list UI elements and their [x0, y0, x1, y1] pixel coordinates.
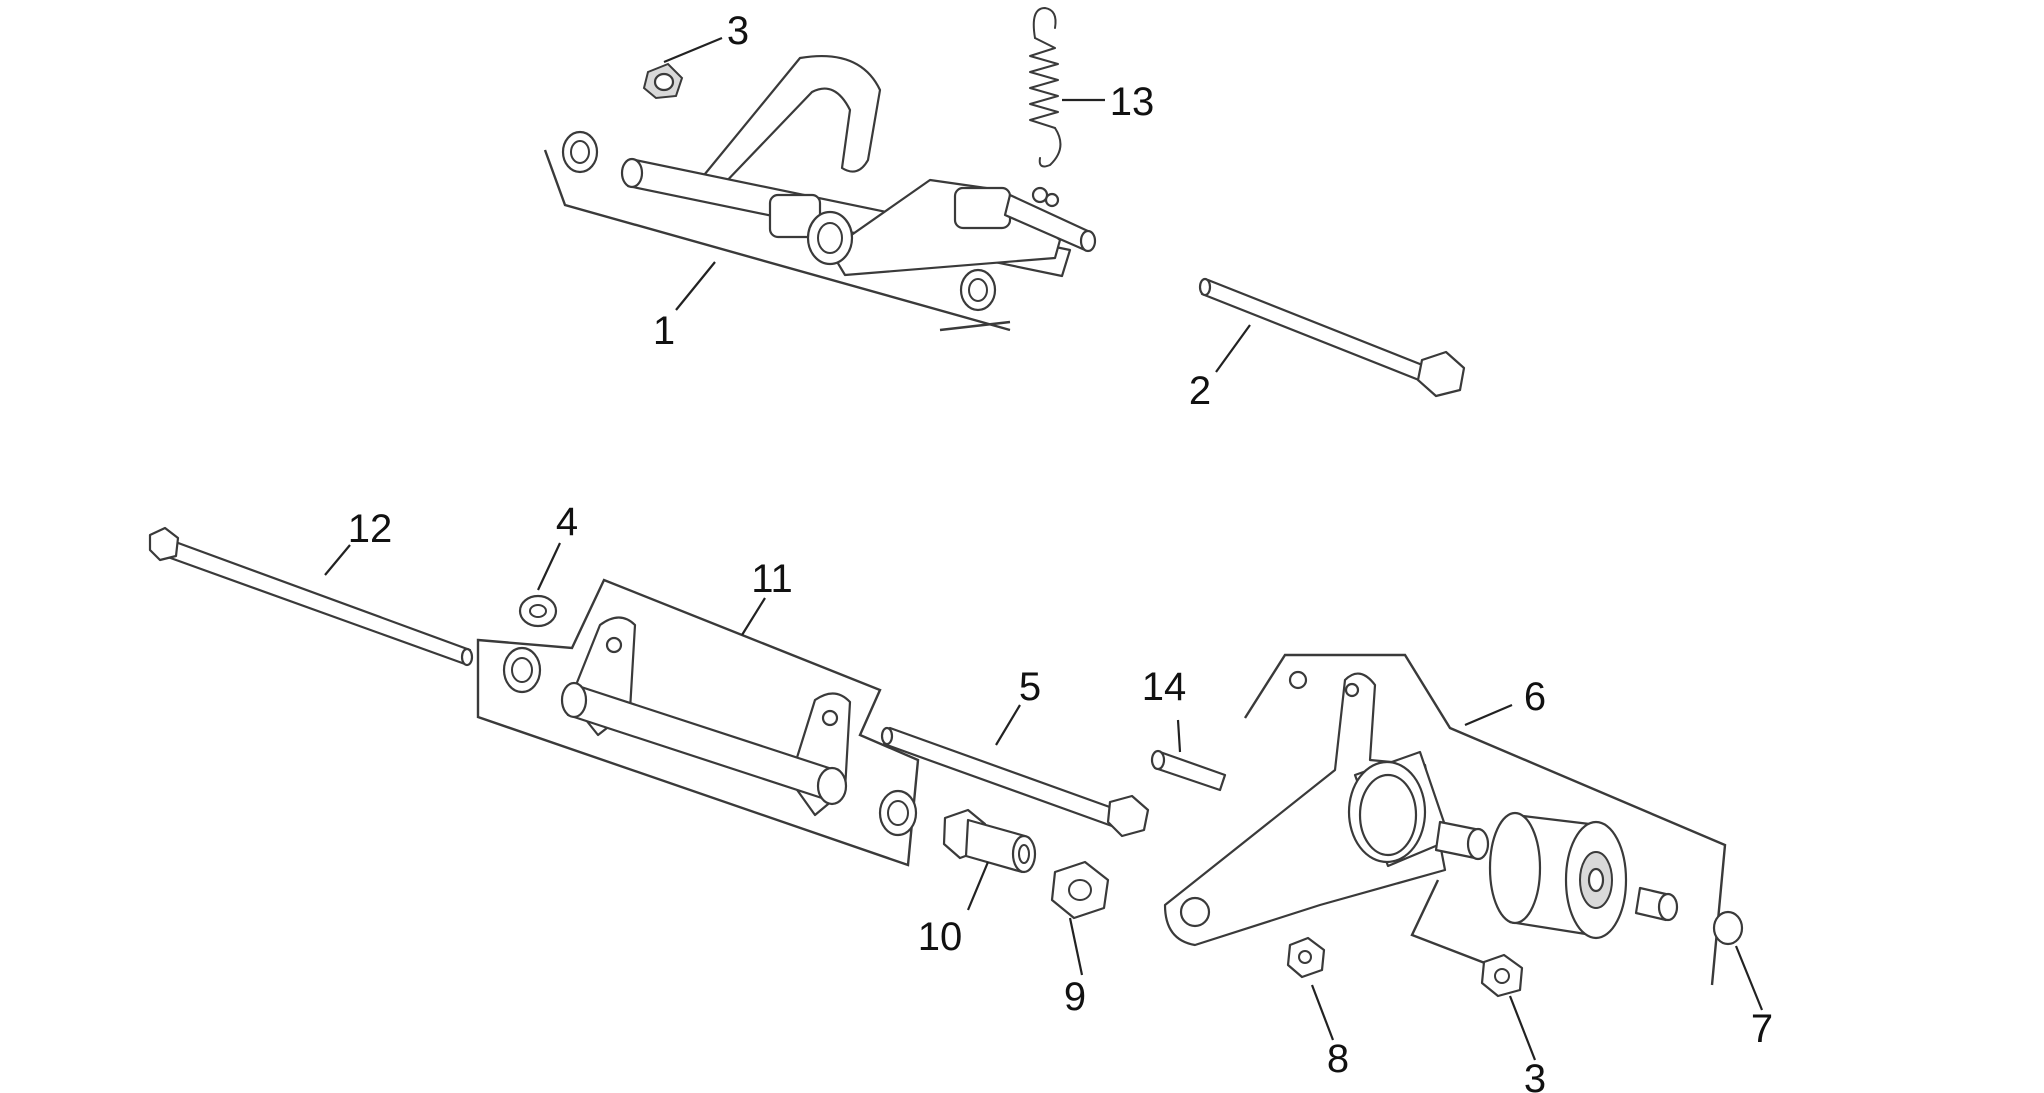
part-14-pin [1150, 749, 1227, 792]
swing-arm-plate [828, 178, 1062, 277]
callout-2: 2 [1189, 369, 1211, 413]
callout-4: 4 [556, 500, 578, 544]
leader-1 [675, 261, 716, 311]
callout-3-bottom: 3 [1524, 1057, 1546, 1093]
part-5-bolt [880, 726, 1150, 838]
callout-8: 8 [1327, 1037, 1349, 1081]
swing-arm-assembly [543, 54, 1097, 332]
part-10-spacer [942, 808, 1037, 874]
part-4-washer [518, 594, 558, 628]
leader-3-bottom [1508, 995, 1537, 1061]
bushing-right [959, 268, 997, 312]
tube-end [620, 157, 644, 189]
part-12-long-bolt [148, 526, 474, 667]
callout-5: 5 [1019, 665, 1041, 709]
callout-10: 10 [918, 915, 963, 959]
leader-11 [741, 597, 766, 636]
part-11-bracket-assembly [476, 578, 920, 867]
callout-14: 14 [1142, 665, 1187, 709]
bolt-head-12 [148, 526, 180, 562]
group-outline-11 [476, 578, 920, 867]
bracket-bush-right [1634, 886, 1679, 922]
group-outline-1b [939, 320, 1011, 332]
callout-9: 9 [1064, 975, 1086, 1019]
callout-7: 7 [1751, 1007, 1773, 1051]
leader-4 [537, 542, 561, 591]
group-outline-6 [1243, 653, 1727, 986]
callout-3-top: 3 [727, 9, 749, 53]
callout-6: 6 [1524, 675, 1546, 719]
callout-12: 12 [348, 507, 393, 551]
leader-8 [1310, 984, 1335, 1041]
leader-3-top [663, 36, 723, 64]
group-outline-1 [543, 149, 1011, 332]
part-6-bracket-assembly [1163, 653, 1727, 986]
callout-1: 1 [653, 309, 675, 353]
bolt-head [1416, 350, 1466, 398]
leader-10 [966, 861, 990, 911]
part-3-top-bush [642, 62, 684, 100]
bracket-tube [566, 683, 837, 802]
part-8-nut [1286, 936, 1326, 979]
spring-hook-top [1032, 7, 1057, 39]
swing-arm-arch [698, 54, 882, 190]
part-2-bolt [1198, 277, 1466, 398]
bushing-left [561, 130, 599, 174]
bushing-eye [806, 210, 854, 266]
leader-12 [324, 544, 351, 576]
part-9-nut [1050, 860, 1110, 920]
bracket-roller [1488, 811, 1628, 940]
leader-6 [1464, 703, 1513, 727]
part-13-spring [1029, 7, 1062, 168]
leader-5 [995, 704, 1021, 746]
leader-7 [1734, 945, 1764, 1011]
callout-labels: 3 13 1 2 12 4 11 5 14 6 10 9 8 3 7 [348, 9, 1773, 1093]
leader-2 [1215, 324, 1251, 373]
leader-9 [1068, 917, 1084, 976]
part-3-bottom-nut [1480, 953, 1524, 998]
spring-coil [1029, 37, 1059, 129]
callout-11: 11 [751, 557, 793, 601]
bracket-bush [1434, 820, 1490, 861]
part-7-o-ring [1712, 910, 1744, 946]
leader-14 [1176, 719, 1182, 753]
collar-2 [953, 186, 1012, 230]
callout-13: 13 [1110, 80, 1155, 124]
spring-hook-bottom [1038, 127, 1062, 168]
leader-lines [324, 36, 1764, 1061]
